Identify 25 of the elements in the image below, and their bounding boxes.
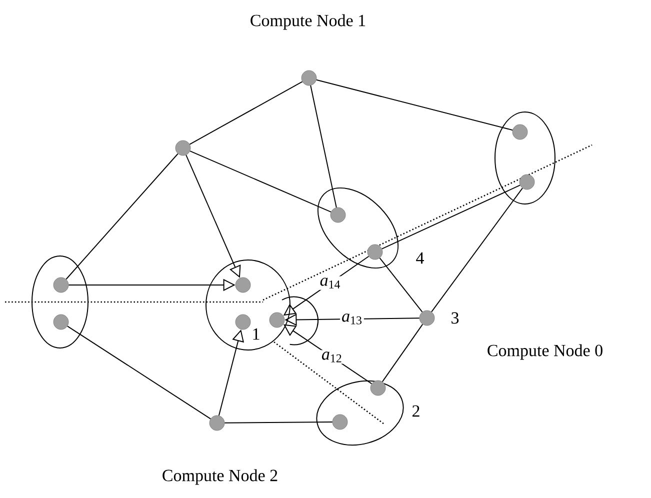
graph-vertex	[235, 314, 251, 330]
graph-vertex	[301, 70, 317, 86]
graph-vertex	[235, 277, 251, 293]
label: Compute Node 0	[488, 344, 602, 360]
label: 1	[253, 328, 260, 340]
label: Compute Node 2	[162, 469, 278, 485]
graph-vertex	[209, 415, 225, 431]
graph-vertex	[330, 207, 346, 223]
label: 3	[452, 312, 459, 324]
edge-label: a$_{13}$	[342, 314, 362, 324]
edge-label: a$_{14}$	[320, 278, 340, 288]
graph-vertex	[332, 414, 348, 430]
graph-vertex	[175, 140, 191, 156]
graph-vertex	[519, 174, 535, 190]
label: Compute Node 1	[250, 14, 366, 30]
edge-label: a$_{12}$	[322, 352, 342, 362]
graph-vertex	[53, 314, 69, 330]
graph-vertex	[512, 124, 528, 140]
graph-vertex	[53, 277, 69, 293]
label: 2	[412, 405, 420, 417]
graph-vertex	[269, 312, 285, 328]
graph-vertex	[370, 380, 386, 396]
label: 4	[416, 252, 424, 264]
graph-vertex	[419, 310, 435, 326]
graph-vertex	[367, 244, 383, 260]
